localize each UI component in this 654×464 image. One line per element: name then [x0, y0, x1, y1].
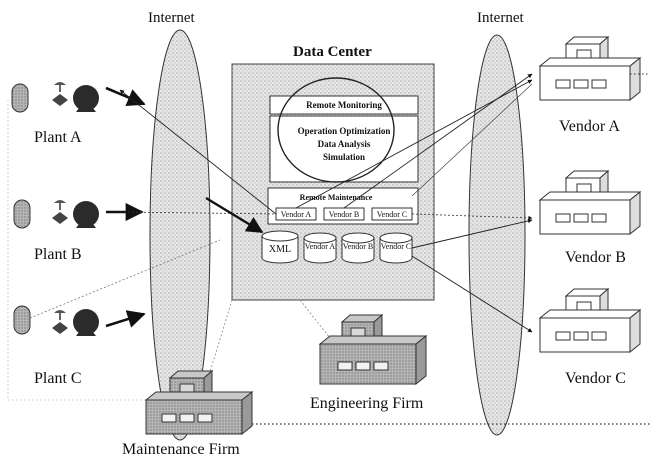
internet-left-label: Internet: [148, 10, 195, 26]
tank-icon: [13, 305, 31, 335]
tank-icon: [13, 199, 31, 229]
arrow-plant-c: [105, 310, 146, 328]
link-engineering: [299, 299, 331, 339]
link-vendor-a: [295, 79, 533, 209]
db-xml: XML: [261, 230, 299, 264]
vendor-b-label: Vendor B: [565, 249, 626, 266]
internet-right-cloud: [468, 34, 526, 436]
maintenance-firm-building: [144, 369, 254, 436]
plant-b-label: Plant B: [34, 246, 82, 263]
valve-icon: [52, 94, 68, 106]
valve-icon: [52, 322, 68, 334]
pump-icon: [73, 85, 99, 111]
pump-icon: [73, 309, 99, 335]
remote-maintenance-label: Remote Maintenance: [300, 193, 373, 202]
plant-c-label: Plant C: [34, 370, 82, 387]
vendor-tab-b-label: Vendor B: [329, 210, 359, 219]
plant-c-icons: [13, 305, 99, 336]
plant-a-icons: [11, 82, 99, 113]
engineering-firm-building: [318, 313, 428, 386]
vendor-a-label: Vendor A: [559, 118, 620, 135]
db-vendor-b: Vendor B: [341, 232, 375, 264]
vendor-a-building: [538, 35, 642, 102]
engineering-firm-label: Engineering Firm: [310, 395, 424, 412]
link-vendor-b: [411, 213, 533, 220]
link-vendor-c: [411, 255, 533, 333]
link-monitoring-vendor: [411, 83, 533, 197]
arrow-plant-a: [105, 86, 146, 107]
tank-icon: [11, 83, 29, 113]
db-vendor-a: Vendor A: [303, 232, 337, 264]
db-vendor-c-label: Vendor C: [381, 242, 411, 251]
optimization-line-2: Data Analysis: [318, 139, 371, 149]
internet-left-cloud: [149, 29, 211, 441]
db-xml-label: XML: [269, 244, 291, 255]
internet-right-label: Internet: [477, 10, 524, 26]
link-maintenance: [209, 299, 233, 373]
vendor-tab-c-label: Vendor C: [377, 210, 407, 219]
link-plant-a-vendor-tab: [119, 89, 277, 215]
optimization-line-3: Simulation: [323, 152, 365, 162]
highlight-oval: [277, 77, 395, 183]
optimization-line-1: Operation Optimization: [298, 126, 391, 136]
maintenance-firm-label: Maintenance Firm: [122, 441, 240, 458]
vendor-c-label: Vendor C: [565, 370, 626, 387]
plant-b-icons: [13, 199, 99, 229]
arrow-into-xml: [205, 196, 264, 234]
db-vendor-c: Vendor C: [379, 232, 413, 264]
link-vendor-b-db: [411, 218, 533, 249]
vendor-c-building: [538, 287, 642, 354]
remote-monitoring-label: Remote Monitoring: [306, 100, 382, 110]
pump-icon: [73, 201, 99, 227]
plant-a-label: Plant A: [34, 129, 82, 146]
vendor-tab-a-label: Vendor A: [281, 210, 312, 219]
valve-icon: [52, 212, 68, 224]
db-vendor-b-label: Vendor B: [343, 242, 373, 251]
vendor-b-building: [538, 169, 642, 236]
db-vendor-a-label: Vendor A: [305, 242, 336, 251]
remote-monitoring-box: [269, 95, 419, 115]
link-vendor-a-2: [343, 73, 533, 209]
data-center-title: Data Center: [293, 44, 372, 60]
